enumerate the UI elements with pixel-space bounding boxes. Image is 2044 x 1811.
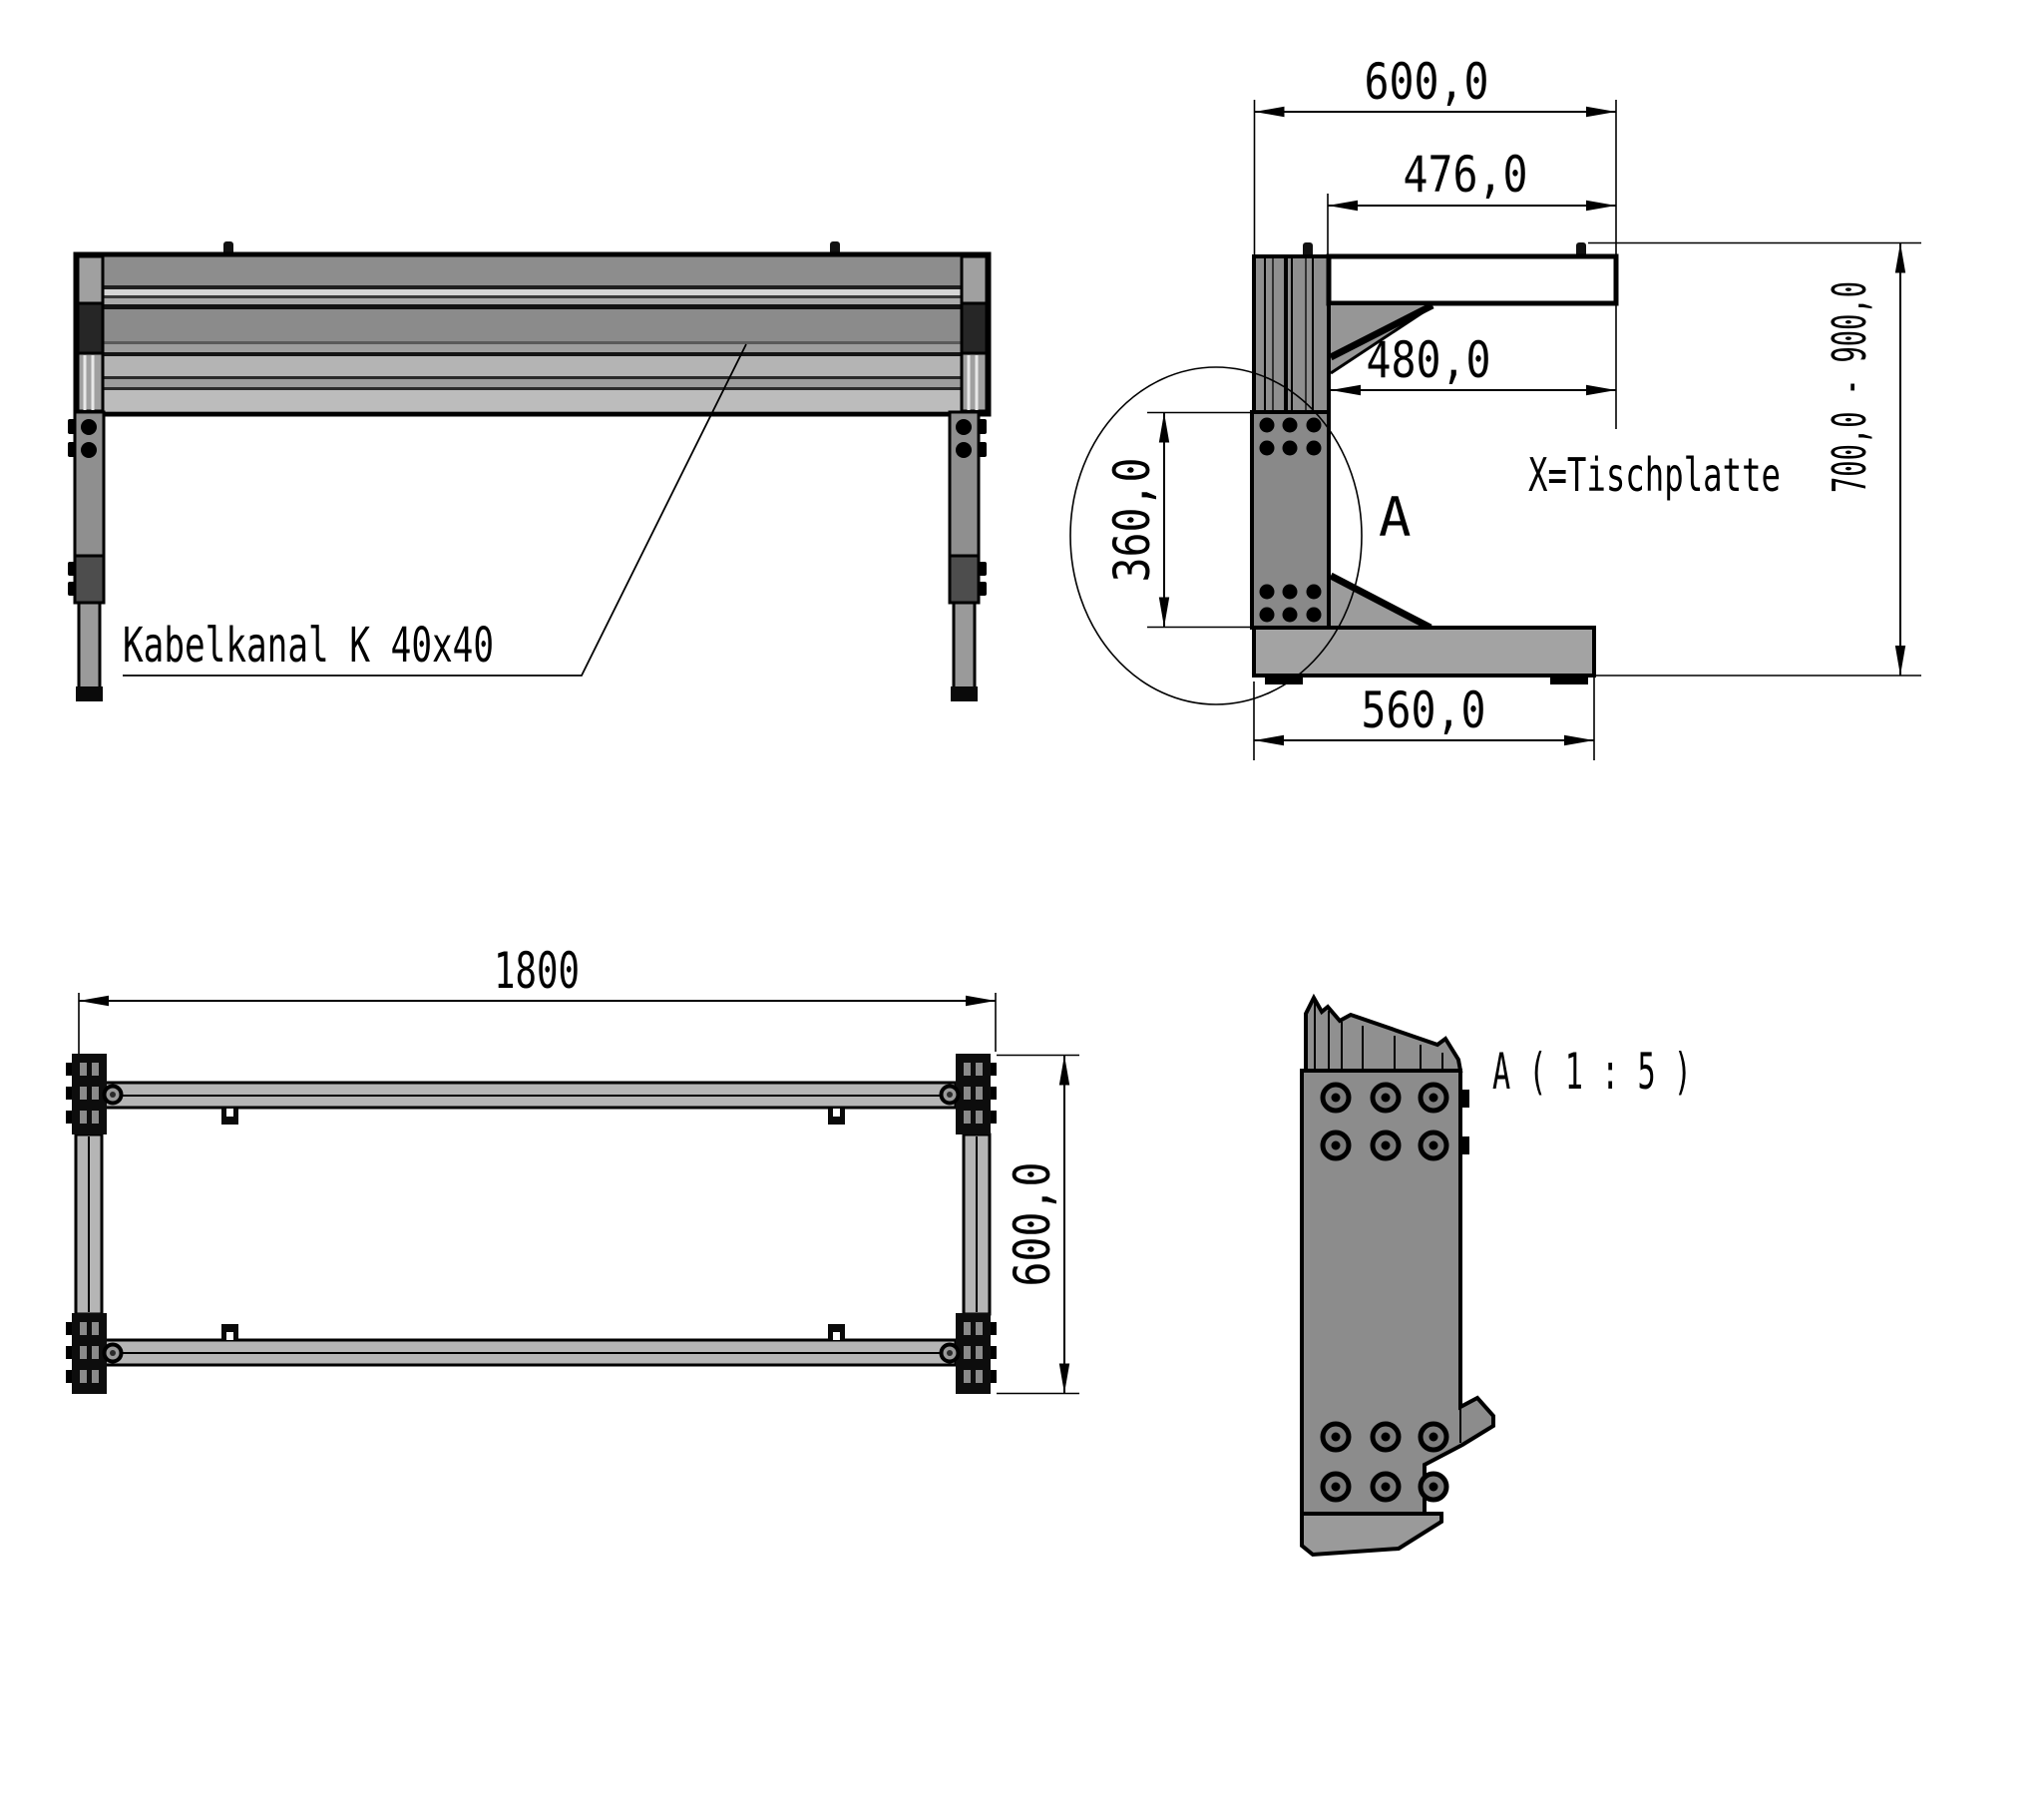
- detail-circle-A: [1069, 366, 1363, 705]
- side-foot: [1252, 626, 1596, 684]
- dim-legplate-360: 360,0: [1103, 411, 1259, 629]
- mounting-clips: [221, 1109, 845, 1340]
- beam-end-cap-right: [960, 254, 989, 413]
- tischplatte-note: X=Tischplatte: [1528, 448, 1781, 502]
- beam-end-cap-left: [76, 254, 105, 413]
- corner-block: [956, 1054, 997, 1134]
- fastener-pin: [1303, 242, 1313, 257]
- side-profile-column: [1252, 254, 1331, 414]
- dim-text-600-depth: 600,0: [1004, 1162, 1061, 1287]
- detail-title: A ( 1 : 5 ): [1492, 1043, 1692, 1101]
- foot-pad: [1265, 676, 1303, 684]
- beam-outline: [73, 251, 992, 417]
- dim-depth-600-top-view: 600,0: [997, 1054, 1079, 1395]
- dim-arm-480: 480,0: [1331, 331, 1616, 396]
- dim-length-1800: 1800: [78, 942, 997, 1054]
- dim-text-560: 560,0: [1362, 681, 1486, 739]
- corner-block: [66, 1313, 107, 1394]
- leg-foot-pad: [76, 686, 103, 701]
- upper-gusset: [1329, 301, 1434, 375]
- leg-foot-stem: [952, 601, 977, 690]
- leg-foot-pad: [951, 686, 978, 701]
- dim-foot-560: 560,0: [1253, 676, 1595, 760]
- detail-marker-label: A: [1379, 486, 1412, 549]
- leg-clamp-block: [73, 554, 106, 605]
- dim-height-700-900: 700,0 - 900,0: [1588, 241, 1921, 677]
- lower-gusset: [1329, 572, 1432, 632]
- foot-pad: [1550, 676, 1588, 684]
- corner-block: [66, 1054, 107, 1134]
- side-view: A X=Tischplatte 600,0 476,0 480,0 360,0: [1069, 53, 1921, 760]
- plate-tab: [1460, 1136, 1469, 1154]
- dim-text-360: 360,0: [1103, 458, 1161, 583]
- top-view: 1800 600,0: [66, 942, 1079, 1395]
- detail-foot: [1300, 1512, 1443, 1558]
- dim-text-600: 600,0: [1365, 53, 1489, 111]
- front-leg-left: [68, 410, 106, 701]
- detail-view-a: A ( 1 : 5 ): [1300, 993, 1692, 1558]
- plate-tab: [1460, 1090, 1469, 1108]
- side-leg-plate: [1250, 410, 1331, 630]
- dim-text-1800: 1800: [494, 942, 580, 1000]
- callout-leader-line: [123, 343, 747, 677]
- dim-depth-600: 600,0: [1253, 53, 1617, 429]
- tabletop-arm: [1326, 253, 1619, 306]
- detail-profile-top: [1304, 993, 1463, 1073]
- rail-bolts: [102, 1084, 961, 1364]
- detail-bolts: [1320, 1082, 1449, 1503]
- beam-profiles: [78, 256, 987, 411]
- front-leg-right: [948, 410, 987, 701]
- corner-blocks: [66, 1054, 997, 1394]
- dim-text-height-range: 700,0 - 900,0: [1823, 281, 1876, 493]
- kabelkanal-profile: [78, 309, 987, 341]
- kabelkanal-callout: Kabelkanal K 40x40: [123, 618, 494, 674]
- leg-plate-bolts: [1259, 417, 1322, 623]
- dim-text-476: 476,0: [1404, 146, 1528, 204]
- front-view: Kabelkanal K 40x40: [68, 241, 992, 701]
- frame-rails: [74, 1081, 992, 1367]
- dim-text-480: 480,0: [1367, 331, 1491, 389]
- dim-inner-476: 476,0: [1327, 146, 1616, 257]
- leg-clamp-block: [948, 554, 981, 605]
- corner-block: [956, 1313, 997, 1394]
- fastener-pin: [1576, 242, 1586, 257]
- leg-foot-stem: [77, 601, 102, 690]
